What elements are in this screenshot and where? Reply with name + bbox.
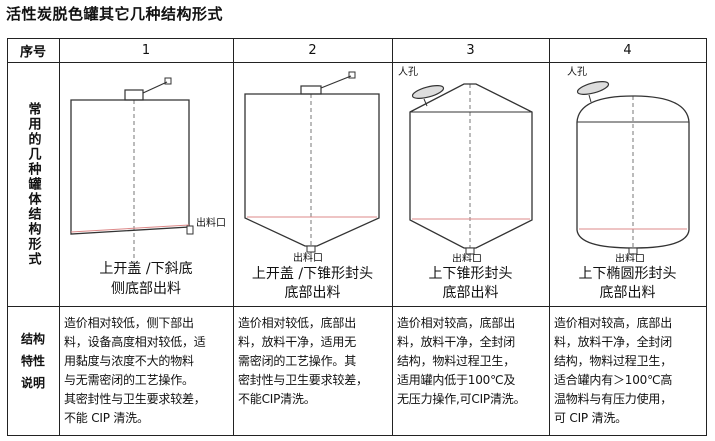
column-header-4: 4 [623, 42, 632, 58]
outlet-label-3: 出料口 [452, 252, 482, 262]
tank-diagram-1: 出料口 [70, 77, 226, 262]
tank-cell-3: 人孔 出料口 上下锥形封头 底部出料 [392, 62, 549, 306]
tank-cell-4: 人孔 出料口 上下椭圆形封头 底部出料 [549, 62, 706, 306]
caption-4-line-2: 底部出料 [599, 285, 656, 301]
caption-1-line-1: 上开盖 /下斜底 [99, 261, 193, 277]
manhole-label-4: 人孔 [567, 66, 587, 78]
outlet-label-1: 出料口 [196, 216, 226, 229]
description-2: 造价相对较低，底部出 料，放料干净，适用无 需密闭的工艺操作。其 密封性与卫生要… [238, 316, 368, 406]
description-3: 造价相对较高，底部出 料，放料干净，全封闭 结构，物料过程卫生， 适用罐内低于1… [397, 316, 526, 406]
outlet-label-4: 出料口 [615, 252, 645, 262]
description-1: 造价相对较低，侧下部出 料，设备高度相对较低，适 用黏度与浓度不大的物料 与无需… [64, 316, 206, 425]
caption-1-line-2: 侧底部出料 [111, 281, 181, 297]
manhole-label-3: 人孔 [398, 66, 418, 78]
outlet-label-2: 出料口 [293, 251, 323, 262]
caption-3-line-1: 上下锥形封头 [428, 266, 513, 282]
header-serial-label: 序号 [19, 44, 46, 60]
tank-cell-1: 出料口 上开盖 /下斜底 侧底部出料 [59, 62, 233, 306]
caption-2-line-1: 上开盖 /下锥形封头 [251, 266, 374, 282]
column-header-3: 3 [466, 42, 475, 58]
description-4: 造价相对较高，底部出 料，放料干净，全封闭 结构，物料过程卫生， 适合罐内有＞1… [554, 316, 673, 425]
tank-diagram-4: 人孔 出料口 [567, 66, 690, 262]
tank-diagram-3: 人孔 出料口 [398, 66, 533, 262]
caption-4-line-1: 上下椭圆形封头 [578, 266, 677, 282]
row-label-features: 结构 特性 说明 [20, 332, 45, 390]
row-label-structure: 常用的几种罐体结构形式 [25, 101, 41, 267]
caption-2-line-2: 底部出料 [284, 285, 341, 301]
page-title: 活性炭脱色罐其它几种结构形式 [6, 5, 224, 23]
tank-diagram-2: 出料口 [244, 71, 380, 262]
structure-table: 序号 1 2 3 4 常用的几种罐体结构形式 结构 特性 说明 出料口 上开盖 … [7, 38, 707, 436]
tank-cell-2: 出料口 上开盖 /下锥形封头 底部出料 [233, 62, 392, 306]
caption-3-line-2: 底部出料 [442, 285, 499, 301]
column-header-1: 1 [141, 42, 151, 58]
column-header-2: 2 [308, 42, 317, 58]
